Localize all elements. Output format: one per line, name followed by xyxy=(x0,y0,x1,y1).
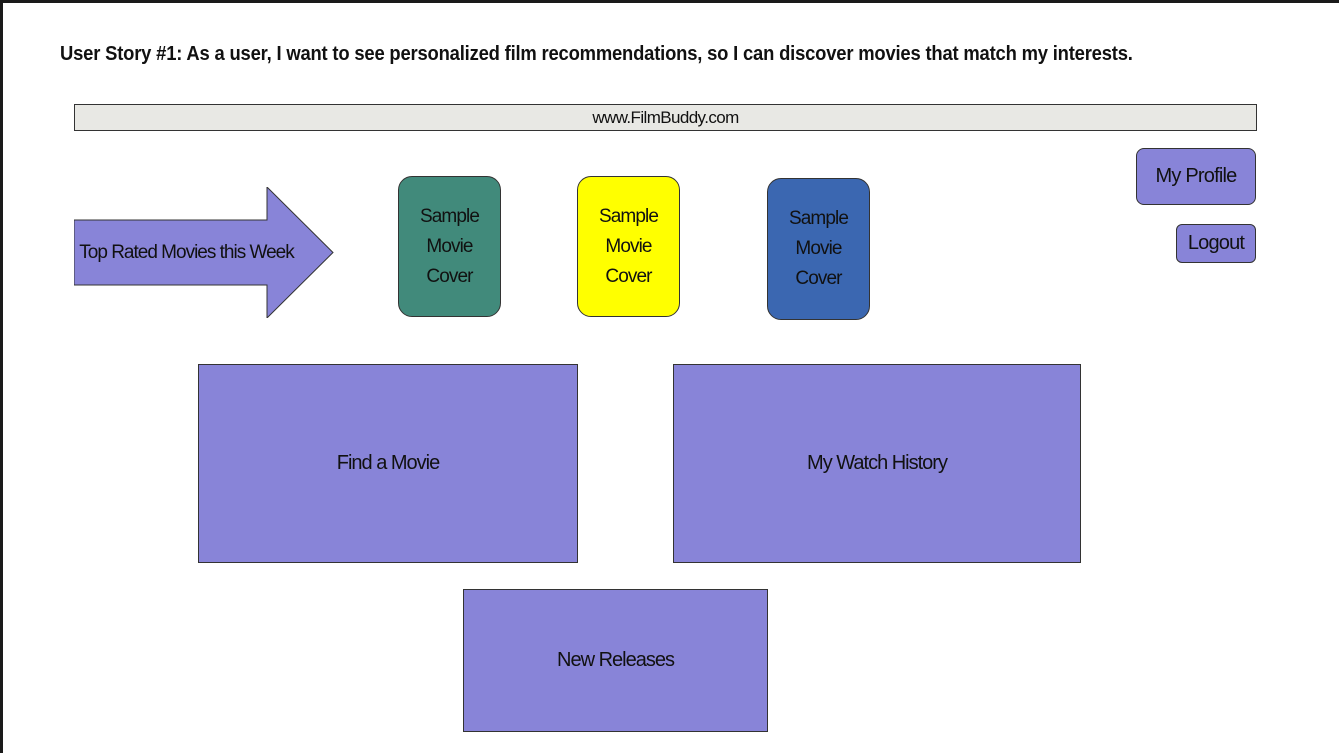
movie-cover-3[interactable]: Sample Movie Cover xyxy=(767,178,870,320)
user-story-heading: User Story #1: As a user, I want to see … xyxy=(60,43,1133,65)
movie-cover-line2: Movie Cover xyxy=(795,238,842,289)
top-rated-arrow xyxy=(74,187,334,318)
movie-cover-line1: Sample xyxy=(788,208,849,229)
my-profile-label: My Profile xyxy=(1155,165,1238,187)
find-a-movie-tile[interactable]: Find a Movie xyxy=(198,364,578,563)
logout-button[interactable]: Logout xyxy=(1176,224,1256,263)
watch-history-label: My Watch History xyxy=(807,452,948,474)
new-releases-label: New Releases xyxy=(557,649,675,671)
find-a-movie-label: Find a Movie xyxy=(336,452,440,474)
new-releases-tile[interactable]: New Releases xyxy=(463,589,768,732)
movie-cover-text: Sample Movie Cover xyxy=(771,204,867,294)
movie-cover-line2: Movie Cover xyxy=(605,235,652,287)
my-profile-button[interactable]: My Profile xyxy=(1136,148,1256,205)
arrow-shape xyxy=(74,187,334,318)
movie-cover-text: Sample Movie Cover xyxy=(581,202,677,292)
wireframe-canvas: User Story #1: As a user, I want to see … xyxy=(3,3,1339,753)
movie-cover-line1: Sample xyxy=(598,205,659,227)
movie-cover-1[interactable]: Sample Movie Cover xyxy=(398,176,501,317)
browser-url-bar[interactable]: www.FilmBuddy.com xyxy=(74,104,1257,131)
movie-cover-text: Sample Movie Cover xyxy=(402,202,498,292)
movie-cover-line1: Sample xyxy=(419,205,480,227)
movie-cover-2[interactable]: Sample Movie Cover xyxy=(577,176,680,317)
watch-history-tile[interactable]: My Watch History xyxy=(673,364,1081,563)
movie-cover-line2: Movie Cover xyxy=(426,235,473,287)
url-text: www.FilmBuddy.com xyxy=(592,107,739,127)
logout-label: Logout xyxy=(1187,232,1245,254)
